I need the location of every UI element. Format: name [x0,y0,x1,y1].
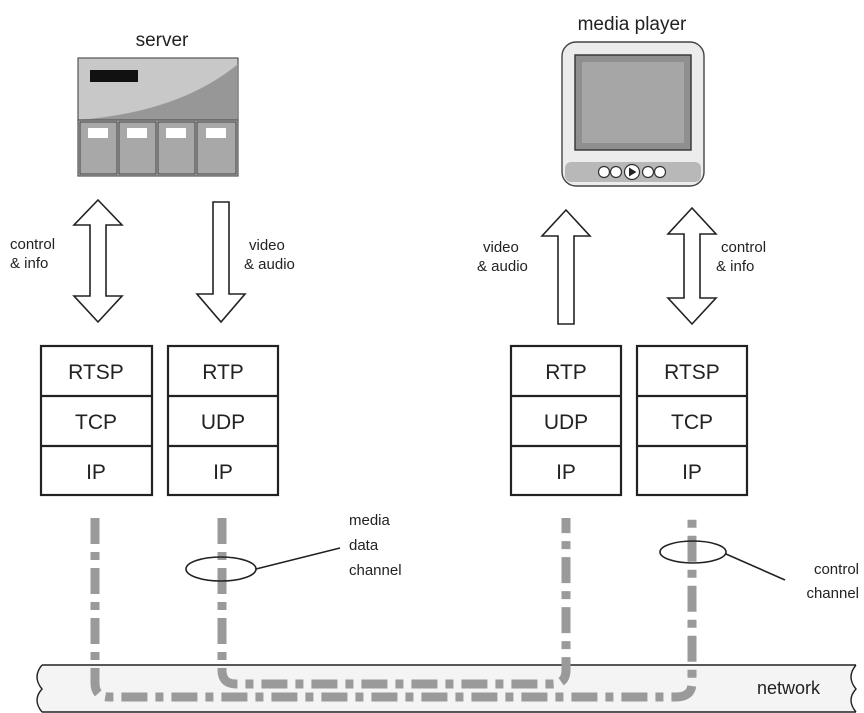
network-label: network [757,678,821,698]
control-channel-label-2: channel [806,585,859,602]
network-left-edge [36,664,43,713]
server-control-label-1: control [10,236,55,253]
stack-player-control-layer-2: TCP [671,411,713,434]
stack-server-control-layer-2: TCP [75,411,117,434]
server-node: server [77,30,239,177]
protocol-stacks [39,344,749,497]
channel-paths [90,518,697,702]
server-media-label-1: video [249,237,285,254]
server-display [90,70,138,82]
server-control-double-arrow [72,198,124,324]
server-swoosh [78,64,238,120]
server-label: server [136,30,189,51]
media-channel-label-3: channel [349,562,402,579]
media-channel-label-2: data [349,537,379,554]
server-drives [79,121,237,175]
player-media-label-1: video [483,239,519,256]
player-control-label-2: & info [716,258,754,275]
stack-server-media-layer-1: RTP [202,361,244,384]
player-media-label-2: & audio [477,258,528,275]
player-control-double-arrow [666,206,718,326]
player-media-up-arrow [540,208,592,325]
media-player-label: media player [578,14,687,35]
arrows [72,198,718,326]
player-control-label-1: control [721,239,766,256]
stack-player-media-layer-3: IP [556,461,576,484]
server-media-down-arrow [195,201,247,324]
stack-server-media-layer-2: UDP [201,411,245,434]
control-channel-label-1: control [814,561,859,578]
media-channel-leader [255,547,341,570]
control-channel-ellipse [659,540,727,564]
control-channel-leader [725,553,786,581]
media-player-node: media player [561,14,705,187]
stack-server-control [39,344,154,497]
network-right-edge [850,664,857,713]
server-control-label-2: & info [10,255,48,272]
stack-player-media [509,344,623,497]
media-channel-path [217,518,571,689]
stack-player-control-layer-1: RTSP [664,361,720,384]
control-channel-path [90,518,697,702]
stack-server-control-layer-3: IP [86,461,106,484]
stack-player-control [635,344,749,497]
stack-player-media-layer-1: RTP [545,361,587,384]
stack-server-media-layer-3: IP [213,461,233,484]
player-screen-inner [582,62,684,143]
stack-server-control-layer-1: RTSP [68,361,124,384]
media-channel-label-1: media [349,512,391,529]
stack-player-media-layer-2: UDP [544,411,588,434]
channel-callouts [185,540,786,582]
stack-server-media [166,344,280,497]
play-triangle-icon [629,167,637,177]
stack-player-control-layer-3: IP [682,461,702,484]
server-media-label-2: & audio [244,256,295,273]
